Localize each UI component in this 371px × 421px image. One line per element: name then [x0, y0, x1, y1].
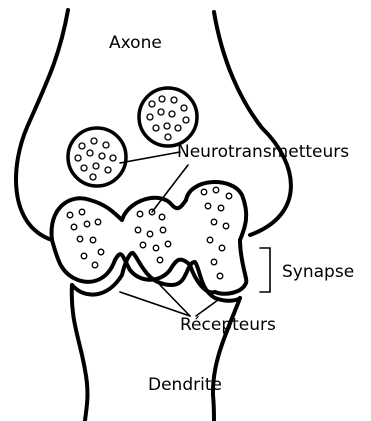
terminal-bouton-left — [52, 198, 122, 240]
label-axone: Axone — [109, 33, 162, 53]
bouton-dots-middle — [135, 209, 171, 263]
bouton-dots-left — [67, 209, 104, 268]
axon-outline-right — [214, 12, 291, 235]
dendrite-outline-left — [72, 285, 88, 421]
label-neurotransmetteurs: Neurotransmetteurs — [177, 142, 349, 162]
label-synapse: Synapse — [282, 262, 354, 282]
terminal-bouton-lower-left — [52, 240, 115, 282]
synapse-bracket — [260, 248, 270, 292]
label-recepteurs: Récepteurs — [180, 315, 276, 335]
leader-neurotransmetteurs-1 — [120, 152, 180, 163]
label-dendrite: Dendrite — [148, 375, 222, 395]
leader-recepteurs-3 — [196, 300, 218, 316]
bouton-dots-right — [201, 187, 232, 279]
